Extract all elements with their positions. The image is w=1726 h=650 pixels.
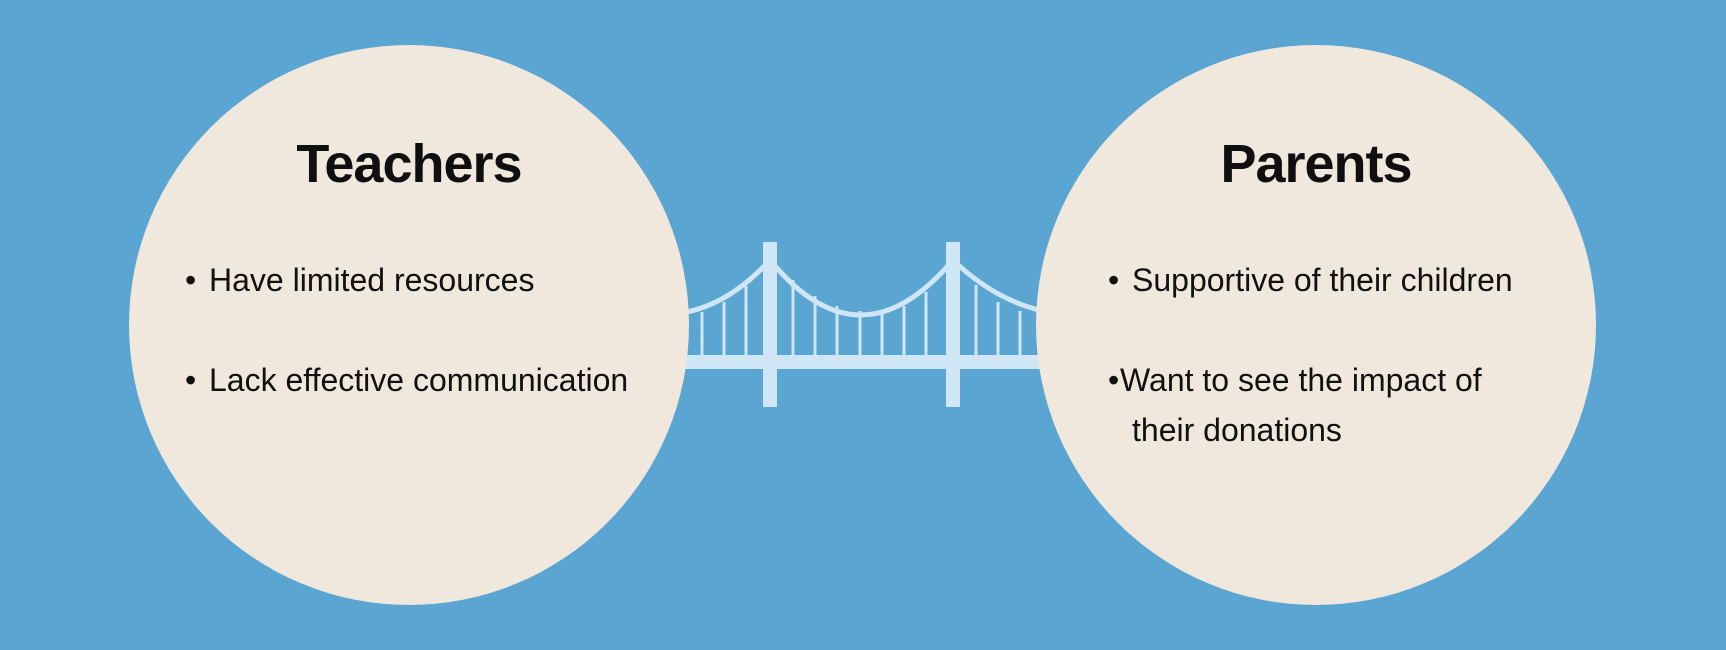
teachers-bullet-item: • Lack effective communication [185,355,628,405]
parents-title: Parents [1220,134,1412,194]
bullet-dot-icon: • [1108,262,1120,298]
teachers-bullet-item: • Have limited resources [185,255,534,305]
bullet-dot-icon: • [1108,362,1120,398]
bullet-text: Supportive of their children [1132,262,1513,298]
parents-bullet-item: • Supportive of their children [1108,255,1513,305]
teachers-title: Teachers [296,134,522,194]
suspension-bridge-icon [660,242,1080,407]
teachers-circle: Teachers • Have limited resources • Lack e… [129,45,689,605]
bullet-text: Want to see the impact of [1120,362,1482,398]
bullet-text: Lack effective communication [209,362,629,398]
bullet-text: Have limited resources [209,262,535,298]
parents-bullet-item: •Want to see the impact of their donatio… [1108,355,1482,455]
bullet-dot-icon: • [185,262,197,298]
parents-circle: Parents •Supportive of their children •W… [1036,45,1596,605]
parents-bullet-list: •Supportive of their children •Want to s… [1036,45,1596,605]
bullet-text-continuation: their donations [1132,412,1342,448]
bullet-dot-icon: • [185,362,197,398]
teachers-bullet-list: • Have limited resources • Lack effective … [129,45,689,605]
